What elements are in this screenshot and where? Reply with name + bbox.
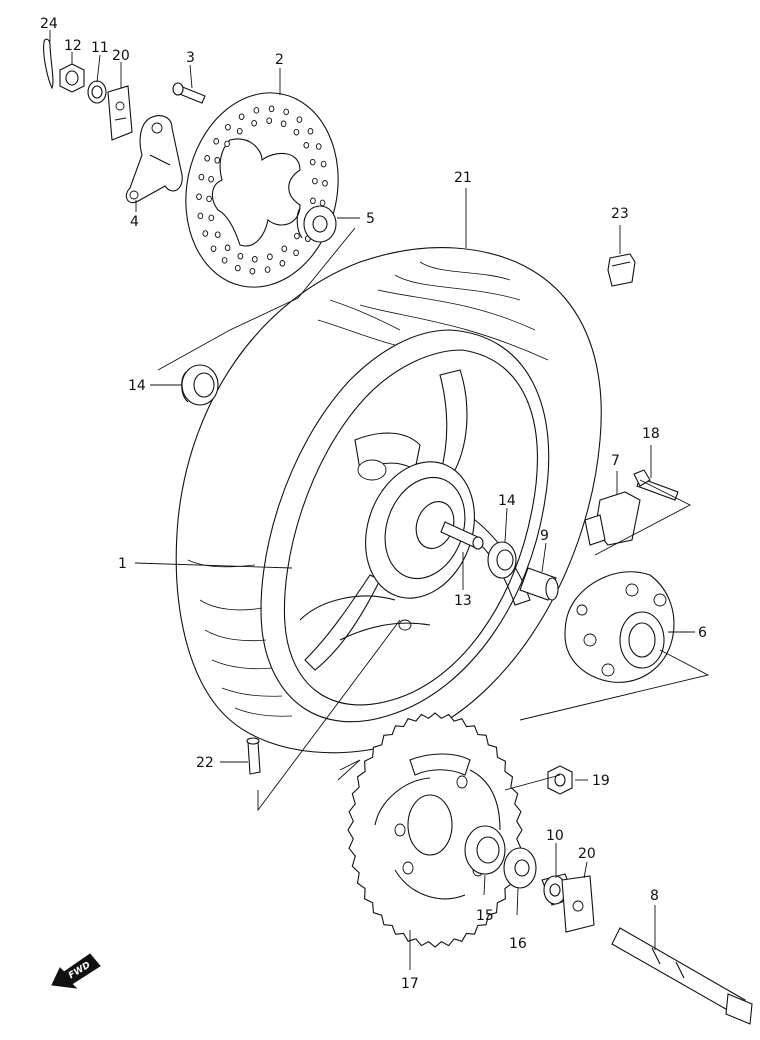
oil-seal (503, 847, 537, 889)
disc-vent-hole (315, 143, 322, 150)
callout-5: 5 (366, 211, 375, 227)
callout-24: 24 (40, 16, 58, 32)
callout-14-left: 14 (128, 378, 146, 394)
callout-7: 7 (611, 453, 620, 469)
sprocket-mounting-drum (564, 571, 675, 683)
disc-vent-hole (208, 175, 214, 183)
callout-10: 10 (546, 828, 564, 844)
disc-bolt (172, 82, 206, 104)
callout-6: 6 (698, 625, 707, 641)
callout-22: 22 (196, 755, 214, 771)
disc-vent-hole (293, 128, 300, 136)
disc-vent-hole (293, 249, 299, 257)
disc-vent-hole (268, 105, 275, 113)
disc-vent-hole (280, 120, 287, 128)
callout-12: 12 (64, 38, 82, 54)
callout-16: 16 (509, 936, 527, 952)
disc-vent-hole (249, 267, 256, 275)
disc-vent-hole (213, 138, 220, 145)
disc-vent-hole (251, 256, 258, 263)
callout-13: 13 (454, 593, 472, 609)
disc-vent-hole (264, 266, 271, 273)
disc-vent-hole (236, 127, 243, 135)
disc-vent-hole (225, 123, 231, 131)
disc-vent-hole (238, 113, 245, 120)
callout-11: 11 (91, 40, 109, 56)
callout-3: 3 (186, 50, 195, 66)
chain-adjuster-plate-left (107, 85, 133, 141)
forward-arrow-icon (51, 953, 101, 989)
brake-disc (185, 92, 339, 288)
disc-vent-hole (202, 230, 209, 237)
disc-vent-hole (309, 158, 316, 166)
disc-vent-hole (204, 155, 211, 162)
disc-vent-hole (283, 108, 290, 116)
caliper-bracket (125, 115, 183, 204)
disc-vent-hole (197, 212, 204, 220)
disc-vent-hole (312, 177, 318, 185)
callout-9: 9 (540, 528, 549, 544)
cotter-pin (43, 38, 54, 90)
callout-23: 23 (611, 206, 629, 222)
axle-spacer (519, 567, 559, 601)
disc-vent-hole (310, 197, 316, 205)
disc-vent-hole (322, 180, 328, 187)
callout-14-right: 14 (498, 493, 516, 509)
disc-vent-hole (303, 142, 310, 149)
chain-adjuster-plate-right (561, 875, 595, 933)
disc-vent-hole (253, 107, 260, 114)
disc-vent-hole (208, 214, 215, 222)
leader-lines (49, 30, 710, 970)
disc-vent-hole (214, 157, 221, 164)
axle-nut (59, 63, 85, 93)
disc-vent-hole (267, 253, 273, 261)
callout-1: 1 (118, 556, 127, 572)
disc-vent-hole (294, 232, 300, 240)
callout-19: 19 (592, 773, 610, 789)
disc-vent-hole (251, 119, 257, 127)
callout-labels: 24 12 11 20 3 2 5 4 21 23 14 18 7 1 14 9… (40, 16, 707, 992)
wheel-bearing-right (487, 541, 517, 579)
disc-vent-hole (224, 140, 230, 148)
wheel-damper (584, 491, 641, 546)
disc-vent-hole (266, 117, 273, 124)
disc-vent-hole (198, 173, 205, 181)
callout-18: 18 (642, 426, 660, 442)
rear-axle (611, 927, 753, 1025)
disc-vent-hole (214, 231, 221, 238)
disc-vent-hole (210, 245, 217, 252)
sprocket-nut (547, 765, 573, 795)
washer (87, 80, 107, 104)
disc-spacer (296, 205, 337, 243)
balance-weight-clip (607, 253, 636, 287)
disc-vent-hole (224, 244, 231, 252)
hub-axle-stub (440, 521, 484, 550)
wheel-rim (299, 369, 531, 671)
callout-15: 15 (476, 908, 494, 924)
callout-21: 21 (454, 170, 472, 186)
disc-vent-hole (281, 245, 288, 253)
disc-vent-hole (320, 160, 327, 168)
callout-8: 8 (650, 888, 659, 904)
forward-direction-badge: FWD (51, 953, 101, 989)
callout-4: 4 (130, 214, 139, 230)
wheel-bearing-left (181, 364, 219, 406)
disc-vent-hole (237, 252, 244, 260)
tire-valve (246, 737, 261, 775)
callout-17: 17 (401, 976, 419, 992)
disc-vent-hole (196, 193, 202, 200)
disc-vent-hole (279, 260, 286, 267)
callout-20-bottom: 20 (578, 846, 596, 862)
disc-vent-hole (307, 128, 314, 135)
disc-vent-hole (296, 116, 303, 123)
disc-vent-hole (221, 257, 228, 264)
disc-vent-hole (206, 195, 212, 203)
sprocket-drum-bearing (464, 825, 506, 875)
callout-2: 2 (275, 52, 284, 68)
rear-sprocket (347, 712, 523, 948)
disc-vent-hole (319, 199, 326, 207)
callout-20: 20 (112, 48, 130, 64)
disc-vent-hole (234, 264, 241, 272)
